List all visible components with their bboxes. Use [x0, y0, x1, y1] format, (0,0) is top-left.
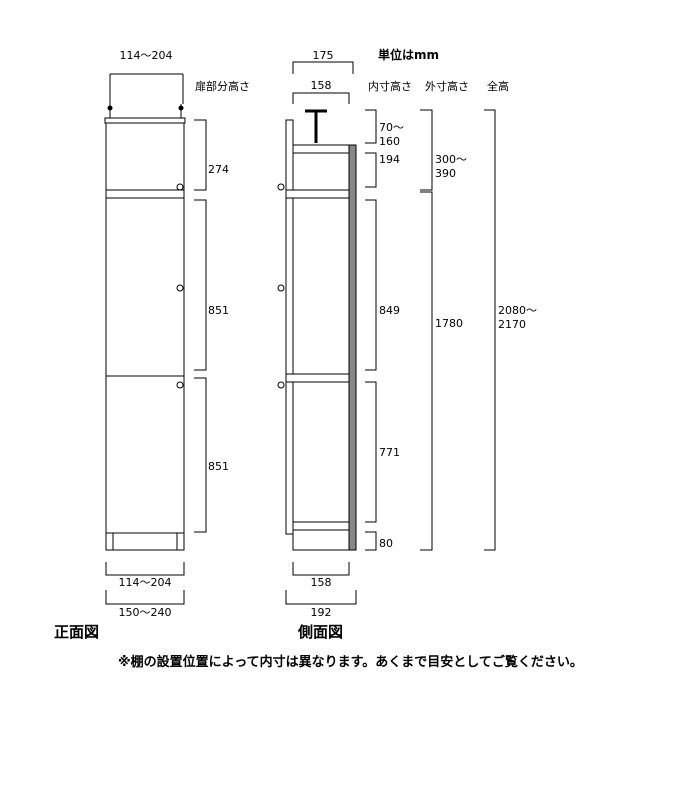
side-front-panel: [285, 119, 294, 535]
front-height-1: 274: [208, 163, 229, 176]
front-top-width-label: 114～204: [120, 49, 173, 62]
side-inner-bracket-2: [365, 152, 377, 188]
side-bottom-inner-width-dimension: [292, 562, 350, 576]
side-outer-bracket-1: [420, 109, 433, 191]
front-knob-1: [176, 183, 184, 191]
side-total-height: 2080～2170: [498, 304, 537, 331]
front-bottom-inner-width-label: 114～204: [119, 576, 172, 589]
side-inner-bracket-5: [365, 531, 377, 551]
side-shelf-1: [285, 189, 350, 199]
side-knob-1: [277, 183, 285, 191]
side-shelf-2: [285, 373, 350, 383]
front-top-width-dimension: [109, 73, 184, 104]
side-total-bracket: [484, 109, 496, 551]
front-view-label: 正面図: [54, 623, 99, 641]
front-height-bracket-2: [194, 199, 207, 371]
side-plinth: [292, 529, 350, 551]
side-view-label: 側面図: [297, 623, 343, 641]
front-knob-3: [176, 381, 184, 389]
front-height-bracket-3: [194, 377, 207, 533]
footnote: ※棚の設置位置によって内寸は異なります。あくまで目安としてご覧ください。: [118, 654, 583, 670]
side-inner-height-1: 70～160: [379, 121, 404, 148]
side-inner-bracket-4: [365, 381, 377, 523]
side-bottom-inner-width-label: 158: [311, 576, 332, 589]
side-top-outer-width-dimension: [292, 61, 354, 74]
side-knob-2: [277, 284, 285, 292]
side-inner-height-5: 80: [379, 537, 393, 550]
side-bottom-board: [292, 521, 350, 531]
side-outer-height-1: 300～390: [435, 153, 467, 180]
front-knob-2: [176, 284, 184, 292]
side-outer-bracket-2: [420, 191, 433, 551]
front-door-height-header: 扉部分高さ: [195, 79, 250, 93]
front-adjuster-left-head: [107, 105, 113, 111]
front-bottom-outer-width-dimension: [105, 590, 185, 605]
side-inner-height-3: 849: [379, 304, 400, 317]
front-shelf-divider-1: [105, 189, 185, 199]
side-outer-height-2: 1780: [435, 317, 463, 330]
side-knob-3: [277, 381, 285, 389]
side-total-height-header: 全高: [487, 79, 509, 93]
side-inner-height-header: 内寸高さ: [368, 79, 412, 93]
front-bottom-outer-width-label: 150～240: [119, 606, 172, 619]
side-top-inner-width-label: 158: [311, 79, 332, 92]
front-cabinet-body: [105, 122, 185, 551]
unit-note: 単位はmm: [378, 47, 439, 62]
side-inner-height-4: 771: [379, 446, 400, 459]
side-top-board: [292, 144, 350, 154]
front-height-2: 851: [208, 304, 229, 317]
side-inner-height-2: 194: [379, 153, 400, 166]
side-bottom-outer-width-dimension: [285, 590, 357, 605]
front-view: 114～204 扉部分高さ 274 851 851 114～204 150: [54, 49, 250, 641]
side-view: 単位はmm 175 158 内寸高さ 70～160 194 849 77: [277, 47, 537, 641]
side-bottom-outer-width-label: 192: [311, 606, 332, 619]
front-bottom-inner-width-dimension: [105, 562, 185, 576]
side-back-panel: [348, 144, 357, 551]
side-outer-height-header: 外寸高さ: [425, 79, 469, 93]
side-top-inner-width-dimension: [292, 92, 350, 104]
side-inner-bracket-3: [365, 199, 377, 371]
front-height-3: 851: [208, 460, 229, 473]
front-adjuster-right-head: [178, 105, 184, 111]
side-inner-bracket-1: [365, 109, 377, 144]
side-top-outer-width-label: 175: [313, 49, 334, 62]
side-cabinet-body: [292, 144, 350, 535]
front-plinth-legs: [112, 533, 178, 550]
front-height-bracket-1: [194, 119, 207, 191]
front-top-plate: [104, 117, 186, 124]
